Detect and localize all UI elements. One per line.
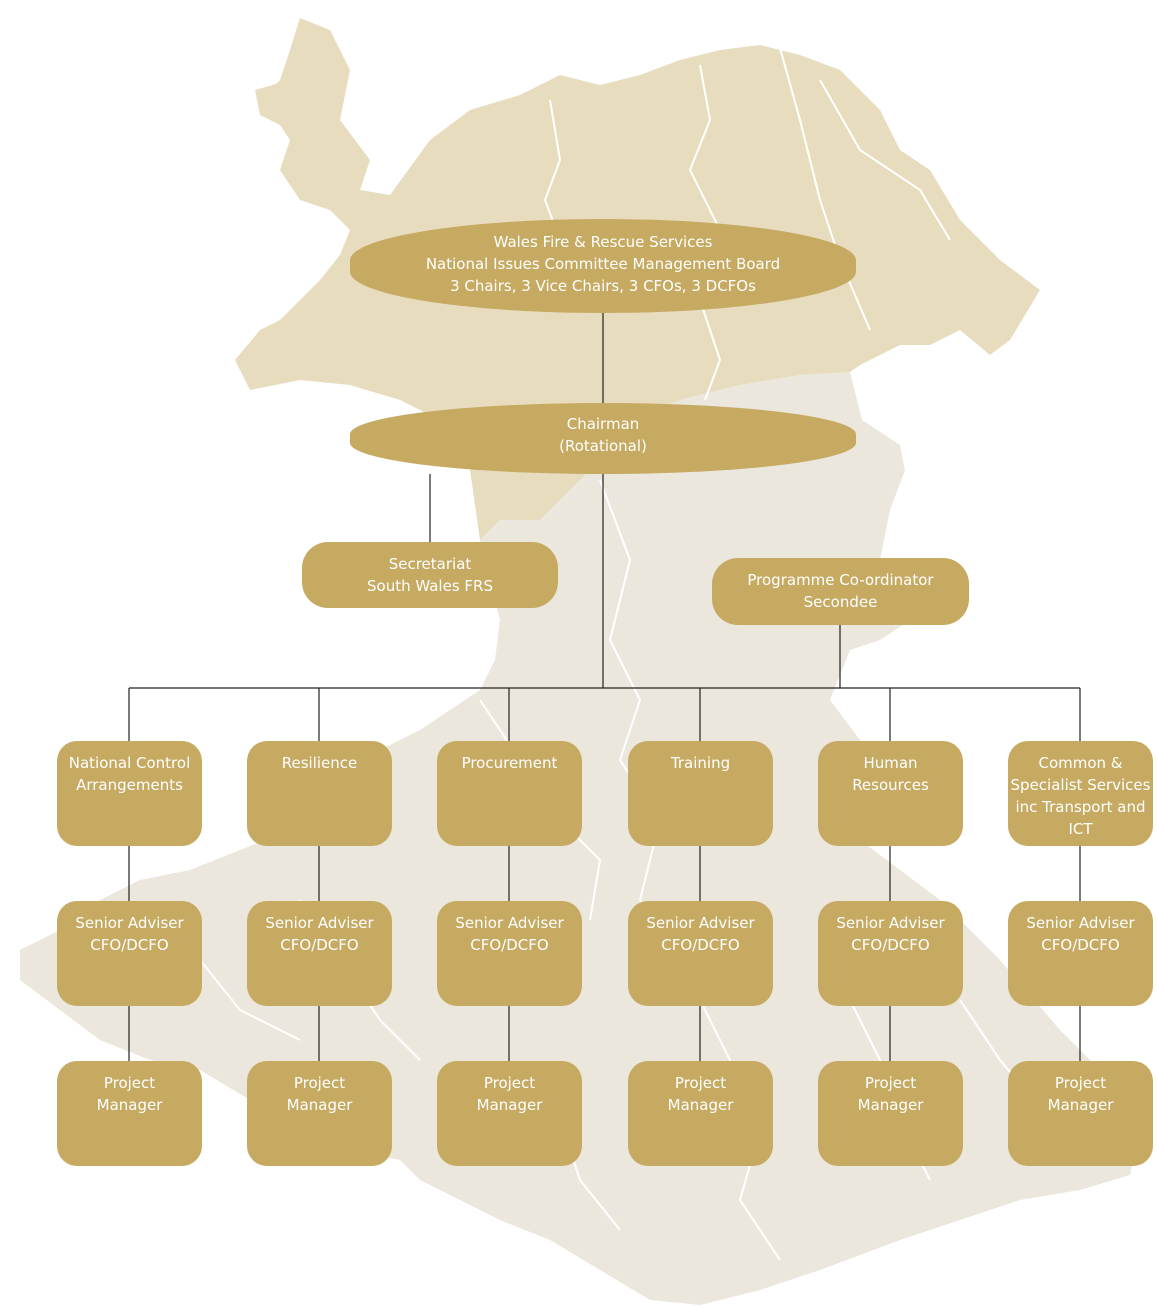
project-manager-node: Project Manager: [628, 1061, 773, 1166]
senior-adviser-title: Senior Adviser: [265, 914, 374, 932]
department-label: National Control: [68, 754, 191, 772]
senior-adviser-node: Senior Adviser CFO/DCFO: [628, 901, 773, 1006]
project-manager-line-2: Manager: [667, 1096, 734, 1114]
project-manager-line-2: Manager: [1047, 1096, 1114, 1114]
senior-adviser-node: Senior Adviser CFO/DCFO: [1008, 901, 1153, 1006]
secretariat-line-2: South Wales FRS: [367, 577, 493, 595]
senior-adviser-title: Senior Adviser: [1026, 914, 1135, 932]
project-manager-line-1: Project: [483, 1074, 536, 1092]
department-training: Training: [628, 741, 773, 846]
project-manager-line-1: Project: [1054, 1074, 1107, 1092]
chairman-node: Chairman (Rotational): [350, 403, 856, 474]
secretariat-node: Secretariat South Wales FRS: [302, 542, 558, 608]
department-label: Human: [863, 754, 918, 772]
senior-adviser-node: Senior Adviser CFO/DCFO: [57, 901, 202, 1006]
department-human-resources: Human Resources: [818, 741, 963, 846]
project-manager-line-1: Project: [864, 1074, 917, 1092]
senior-adviser-node: Senior Adviser CFO/DCFO: [437, 901, 582, 1006]
department-label: inc Transport and: [1015, 798, 1146, 816]
department-common-specialist-services: Common & Specialist Services inc Transpo…: [1008, 741, 1153, 846]
senior-adviser-role: CFO/DCFO: [90, 936, 169, 954]
chairman-line-1: Chairman: [566, 415, 640, 433]
department-label: Resources: [852, 776, 929, 794]
project-manager-node: Project Manager: [247, 1061, 392, 1166]
department-label: ICT: [1068, 820, 1093, 838]
island-outline: [255, 80, 300, 125]
board-line-1: Wales Fire & Rescue Services: [493, 233, 713, 251]
department-label: Common &: [1038, 754, 1123, 772]
department-label: Specialist Services: [1010, 776, 1151, 794]
programme-coordinator-node: Programme Co-ordinator Secondee: [712, 558, 969, 625]
project-manager-line-1: Project: [674, 1074, 727, 1092]
board-line-3: 3 Chairs, 3 Vice Chairs, 3 CFOs, 3 DCFOs: [450, 277, 756, 295]
project-manager-node: Project Manager: [1008, 1061, 1153, 1166]
project-manager-node: Project Manager: [57, 1061, 202, 1166]
senior-adviser-node: Senior Adviser CFO/DCFO: [247, 901, 392, 1006]
senior-adviser-title: Senior Adviser: [455, 914, 564, 932]
project-manager-node: Project Manager: [818, 1061, 963, 1166]
management-board-node: Wales Fire & Rescue Services National Is…: [350, 219, 856, 313]
project-manager-line-2: Manager: [476, 1096, 543, 1114]
department-label: Procurement: [461, 754, 558, 772]
department-label: Arrangements: [76, 776, 183, 794]
department-label: Resilience: [281, 754, 358, 772]
project-manager-node: Project Manager: [437, 1061, 582, 1166]
senior-adviser-role: CFO/DCFO: [280, 936, 359, 954]
senior-adviser-role: CFO/DCFO: [661, 936, 740, 954]
project-manager-line-2: Manager: [286, 1096, 353, 1114]
department-procurement: Procurement: [437, 741, 582, 846]
project-manager-line-1: Project: [293, 1074, 346, 1092]
department-national-control: National Control Arrangements: [57, 741, 202, 846]
project-manager-line-2: Manager: [96, 1096, 163, 1114]
senior-adviser-role: CFO/DCFO: [470, 936, 549, 954]
secretariat-line-1: Secretariat: [388, 555, 472, 573]
department-label: Training: [670, 754, 731, 772]
board-line-2: National Issues Committee Management Boa…: [425, 255, 781, 273]
chairman-line-2: (Rotational): [559, 437, 647, 455]
department-resilience: Resilience: [247, 741, 392, 846]
project-manager-line-2: Manager: [857, 1096, 924, 1114]
senior-adviser-title: Senior Adviser: [836, 914, 945, 932]
coordinator-line-2: Secondee: [803, 593, 878, 611]
senior-adviser-title: Senior Adviser: [646, 914, 755, 932]
senior-adviser-node: Senior Adviser CFO/DCFO: [818, 901, 963, 1006]
senior-adviser-role: CFO/DCFO: [851, 936, 930, 954]
coordinator-line-1: Programme Co-ordinator: [747, 571, 934, 589]
senior-adviser-role: CFO/DCFO: [1041, 936, 1120, 954]
project-manager-line-1: Project: [103, 1074, 156, 1092]
senior-adviser-title: Senior Adviser: [75, 914, 184, 932]
